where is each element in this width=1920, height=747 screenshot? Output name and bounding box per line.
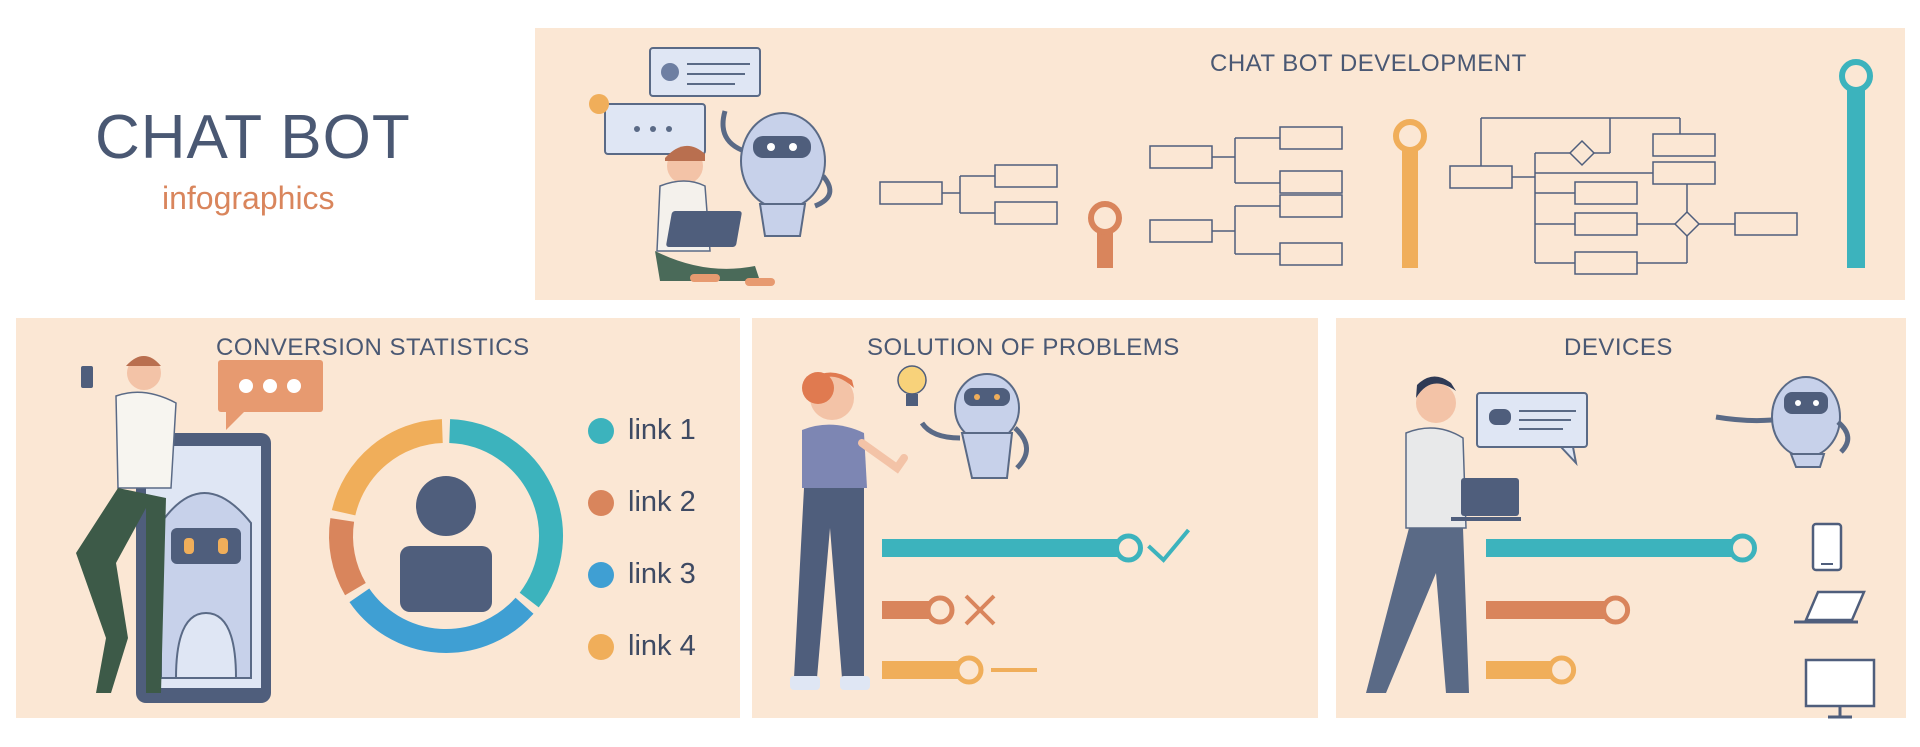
progress-bar-knob: [1114, 533, 1143, 563]
cross-icon: [964, 594, 996, 626]
pin-marker-teal: [1839, 59, 1873, 268]
panel-chatbot-development: CHAT BOT DEVELOPMENT: [535, 28, 1905, 300]
progress-bar-knob: [1547, 655, 1577, 685]
man-with-laptop-illustration: [1366, 376, 1588, 693]
person-icon: [76, 356, 177, 693]
panel-title-solutions: SOLUTION OF PROBLEMS: [867, 334, 1180, 361]
pointing-robot-illustration: [1715, 376, 1851, 468]
lightbulb-icon: [897, 365, 927, 406]
progress-bar-fill: [882, 661, 969, 679]
progress-bar-knob: [954, 655, 984, 685]
progress-bar-knob: [1601, 595, 1631, 625]
progress-bar-fill: [1486, 539, 1743, 557]
conversion-donut-chart: [329, 419, 563, 653]
robot-icon: [919, 373, 1029, 479]
chat-bubble-icon: [1476, 392, 1588, 467]
panel-title-conversion: CONVERSION STATISTICS: [216, 334, 530, 361]
progress-bar-fill: [882, 601, 940, 619]
page-title: CHAT BOT: [95, 103, 411, 172]
legend-label: link 3: [628, 558, 696, 590]
legend-dot: [588, 633, 614, 660]
donut-segment-4: [331, 419, 444, 516]
panel-conversion-statistics: CONVERSION STATISTICS link 1: [16, 318, 740, 718]
panel-title-devices: DEVICES: [1564, 334, 1673, 361]
pin-marker-yellow: [1393, 119, 1427, 268]
smartphone-icon: [1811, 522, 1843, 572]
solutions-progress-bars: [882, 528, 1191, 685]
man-with-robot-phone-illustration: [76, 356, 323, 703]
devices-progress-bars: [1486, 522, 1876, 719]
pin-marker-orange: [1088, 201, 1122, 268]
legend-label: link 4: [628, 630, 696, 662]
robot-icon: [160, 492, 252, 679]
legend-item-link-1: link 1: [588, 414, 696, 447]
woman-with-robot-illustration: [790, 365, 1029, 690]
person-icon: [790, 372, 908, 690]
legend-dot: [588, 417, 614, 444]
legend-dot: [588, 561, 614, 588]
progress-bar-fill: [1486, 661, 1562, 679]
person-icon: [1366, 376, 1521, 693]
person-icon: [655, 145, 775, 286]
laptop-icon: [1794, 590, 1866, 624]
legend-item-link-4: link 4: [588, 630, 696, 663]
chat-bubble-icon: [649, 47, 761, 97]
check-icon: [1147, 528, 1191, 563]
progress-bar-knob: [925, 595, 955, 625]
girl-with-robot-illustration: [589, 47, 833, 286]
legend-item-link-3: link 3: [588, 558, 696, 591]
robot-icon: [1715, 376, 1851, 468]
user-avatar-icon: [400, 476, 492, 612]
legend-label: link 2: [628, 486, 696, 518]
progress-bar-fill: [882, 539, 1129, 557]
donut-segment-1: [448, 419, 563, 608]
legend-item-link-2: link 2: [588, 486, 696, 519]
page-subtitle: infographics: [162, 180, 335, 216]
panel-devices: DEVICES: [1336, 318, 1906, 719]
monitor-icon: [1804, 658, 1876, 719]
robot-icon: [720, 110, 833, 237]
donut-segment-3: [329, 518, 366, 596]
progress-bar-fill: [1486, 601, 1616, 619]
panel-title-development: CHAT BOT DEVELOPMENT: [1210, 50, 1527, 77]
legend-dot: [588, 489, 614, 516]
flowchart-icon: [879, 59, 1873, 275]
chat-bubble-icon: [218, 360, 323, 430]
panel-solution-of-problems: SOLUTION OF PROBLEMS: [752, 318, 1318, 718]
legend-label: link 1: [628, 414, 696, 446]
donut-segment-2: [349, 588, 534, 653]
progress-bar-knob: [1728, 533, 1757, 563]
chat-bubble-icon: [589, 94, 706, 155]
